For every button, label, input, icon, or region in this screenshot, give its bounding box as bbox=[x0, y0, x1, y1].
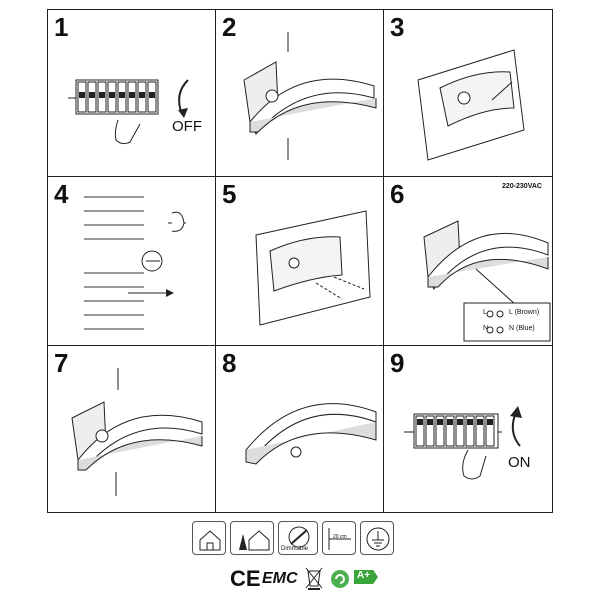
step-number: 1 bbox=[54, 12, 69, 42]
step-number: 8 bbox=[222, 348, 237, 378]
step-number: 2 bbox=[222, 12, 237, 42]
step-6-panel: 6 220-230VAC L N L (Brown) N (Blue) bbox=[384, 177, 554, 345]
dimmable-icon: Dimmable bbox=[278, 521, 318, 555]
terminal-n: N bbox=[483, 325, 489, 332]
off-label: OFF bbox=[172, 118, 202, 135]
step-2-panel: 2 bbox=[216, 10, 383, 176]
step-number: 4 bbox=[54, 179, 69, 209]
step-number: 5 bbox=[222, 179, 237, 209]
step-number: 9 bbox=[390, 348, 405, 378]
step-3-panel: 3 bbox=[384, 10, 554, 176]
distance-label: 20 cm bbox=[333, 534, 347, 540]
step-7-panel: 7 bbox=[48, 346, 215, 514]
dimmable-label: Dimmable bbox=[281, 546, 309, 552]
grid-divider bbox=[48, 176, 552, 177]
recycle-green-icon bbox=[331, 570, 349, 588]
step-number: 3 bbox=[390, 12, 405, 42]
blue-wire-label: N (Blue) bbox=[509, 325, 535, 332]
weee-bin-icon bbox=[305, 567, 323, 590]
earth-ground-icon bbox=[360, 521, 394, 555]
wiring-illustration bbox=[423, 220, 551, 342]
ce-mark: CE bbox=[230, 566, 261, 591]
energy-class: A+ bbox=[357, 570, 371, 581]
terminal-l: L bbox=[483, 309, 487, 316]
energy-label-badge: A+ bbox=[354, 570, 378, 584]
step-number: 6 bbox=[390, 179, 405, 209]
indoor-house-icon bbox=[192, 521, 226, 555]
voltage-label: 220-230VAC bbox=[502, 183, 542, 190]
lamp-mount-illustration bbox=[71, 368, 203, 496]
grid-divider bbox=[48, 345, 552, 346]
instruction-grid: 1 OFF 2 bbox=[47, 9, 553, 513]
step-4-panel: 4 bbox=[48, 177, 215, 345]
step-5-panel: 5 bbox=[216, 177, 383, 345]
step-8-panel: 8 bbox=[216, 346, 383, 514]
emc-mark: EMC bbox=[262, 570, 298, 587]
grid-divider bbox=[215, 10, 216, 512]
lamp-finished-illustration bbox=[245, 403, 377, 465]
step-9-panel: 9 ON bbox=[384, 346, 554, 514]
step-number: 7 bbox=[54, 348, 69, 378]
on-label: ON bbox=[508, 454, 531, 471]
lamp-screw-illustration bbox=[243, 32, 377, 160]
breaker-off-illustration bbox=[68, 79, 189, 145]
wire-strip-illustration bbox=[84, 196, 186, 330]
step-1-panel: 1 OFF bbox=[48, 10, 215, 176]
mounting-plate-illustration bbox=[417, 49, 525, 161]
brown-wire-label: L (Brown) bbox=[509, 309, 540, 316]
grid-divider bbox=[383, 10, 384, 512]
breaker-on-illustration bbox=[404, 406, 522, 480]
plate-fixing-illustration bbox=[255, 210, 371, 326]
outdoor-house-icon bbox=[230, 521, 274, 555]
distance-icon: 20 cm bbox=[322, 521, 356, 555]
